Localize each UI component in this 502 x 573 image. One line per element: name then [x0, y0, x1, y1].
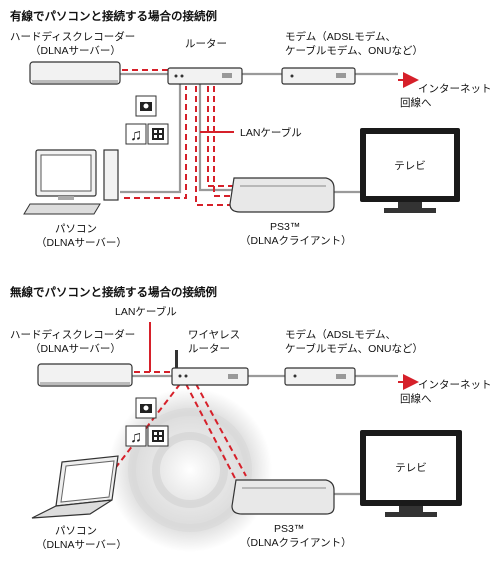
- wireless-internet-label-line1: インターネット: [418, 379, 492, 391]
- wired-internet-label-line1: インターネット: [418, 83, 492, 95]
- wireless-hdd-recorder: [37, 363, 133, 387]
- cable-pc-router: [120, 82, 182, 194]
- wireless-internet-label-line2: 回線へ: [400, 392, 432, 405]
- flow-pc-router: [124, 86, 187, 199]
- wireless-router-label-line1: ワイヤレス: [188, 329, 240, 341]
- wired-hdd-label-line1: ハードディスクレコーダー: [10, 30, 135, 43]
- wired-router: [167, 67, 243, 85]
- wireless-section-title: 無線でパソコンと接続する場合の接続例: [10, 285, 217, 299]
- wired-internet-label-line2: 回線へ: [400, 96, 432, 109]
- wireless-ps3-label-line2: （DLNAクライアント）: [240, 537, 352, 549]
- svg-text:♫: ♫: [130, 127, 142, 144]
- flow-router-ps3-b: [207, 86, 234, 187]
- wired-hdd-recorder: [29, 61, 121, 85]
- flow-router-ps3-a: [195, 86, 234, 206]
- film-icon: [147, 123, 169, 145]
- wireless-ps3: [231, 479, 335, 515]
- flow-wrouter-ps3-a: [185, 383, 239, 485]
- wireless-hdd-label-line1: ハードディスクレコーダー: [10, 328, 135, 341]
- wired-tv: [360, 128, 460, 213]
- wired-modem-label-line1: モデム（ADSLモデム、: [285, 30, 396, 43]
- wireless-modem-label-line1: モデム（ADSLモデム、: [285, 328, 396, 341]
- wireless-media-icons: ♫: [125, 397, 169, 447]
- wireless-lan-cable-label: LANケーブル: [115, 305, 177, 318]
- wired-modem: [281, 67, 356, 85]
- camera-icon: [135, 95, 157, 117]
- wired-hdd-label-line2: （DLNAサーバー）: [30, 45, 121, 57]
- wireless-router: [171, 350, 249, 386]
- flow-wrouter-ps3-b: [195, 383, 247, 477]
- wireless-tv: [360, 430, 462, 517]
- wired-ps3: [229, 177, 335, 213]
- wired-media-icons: ♫: [125, 95, 169, 145]
- film-icon: [147, 425, 169, 447]
- wired-section-title: 有線でパソコンと接続する場合の接続例: [10, 9, 217, 23]
- wired-desktop-pc: [23, 149, 119, 215]
- wireless-ps3-label-line1: PS3™: [274, 523, 304, 535]
- cable-router-ps3: [198, 82, 232, 192]
- wireless-hdd-label-line2: （DLNAサーバー）: [30, 343, 121, 355]
- wireless-modem: [284, 367, 356, 386]
- flow-router-ps3-c: [213, 86, 234, 197]
- wired-tv-label: テレビ: [394, 160, 426, 172]
- music-note-icon: ♫: [125, 123, 147, 145]
- music-note-icon: ♫: [125, 425, 147, 447]
- camera-icon: [135, 397, 157, 419]
- wired-pc-label-line2: （DLNAサーバー）: [36, 237, 127, 249]
- wired-cables: [120, 72, 398, 194]
- wireless-pc-label-line1: パソコン: [55, 525, 97, 537]
- wired-data-flows: [122, 69, 419, 206]
- wired-modem-label-line2: ケーブルモデム、ONUなど）: [285, 44, 423, 57]
- wired-ps3-label-line1: PS3™: [270, 221, 300, 233]
- wireless-modem-label-line2: ケーブルモデム、ONUなど）: [285, 342, 423, 355]
- svg-text:♫: ♫: [130, 429, 142, 446]
- wireless-pc-label-line2: （DLNAサーバー）: [36, 539, 127, 551]
- wired-ps3-label-line2: （DLNAクライアント）: [240, 235, 352, 247]
- wireless-laptop: [31, 455, 119, 519]
- wired-lan-cable-label: LANケーブル: [240, 126, 302, 139]
- wireless-router-label-line2: ルーター: [188, 343, 230, 355]
- wireless-tv-label: テレビ: [395, 462, 427, 474]
- wireless-cables: [132, 374, 398, 496]
- wired-router-label: ルーター: [185, 38, 227, 50]
- wired-pc-label-line1: パソコン: [55, 223, 97, 235]
